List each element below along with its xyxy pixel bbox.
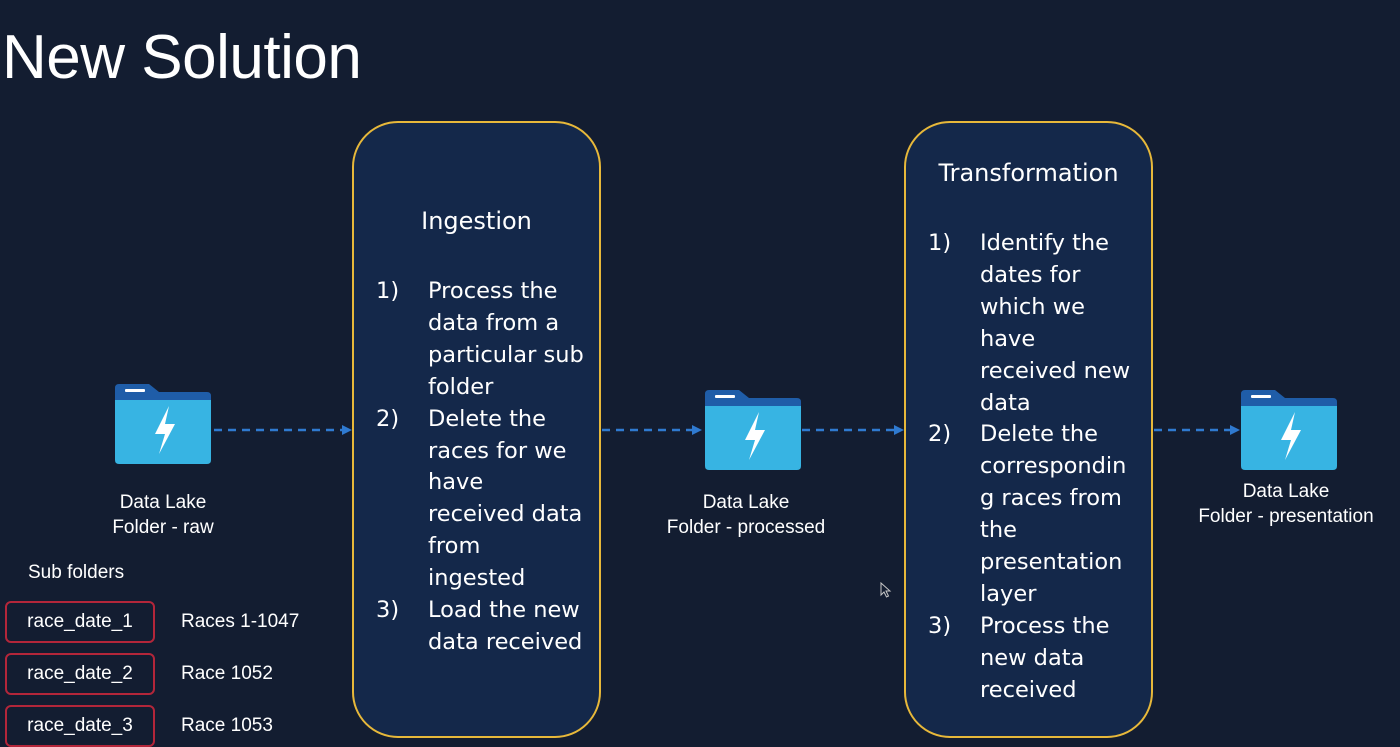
step-line: Process the bbox=[428, 278, 558, 304]
subfolders-heading: Sub folders bbox=[28, 562, 125, 583]
ingestion-step: 2) Delete the races for we have received… bbox=[376, 404, 596, 595]
step-number: 3) bbox=[928, 612, 952, 639]
step-line: received new bbox=[980, 357, 1131, 384]
step-line: Identify the bbox=[980, 230, 1110, 256]
folder-label-line: Data Lake bbox=[1242, 481, 1330, 502]
step-line: folder bbox=[428, 373, 494, 400]
ingestion-box: Ingestion 1) Process the data from a par… bbox=[352, 121, 601, 738]
flow-arrow bbox=[214, 425, 352, 435]
step-line: data received bbox=[428, 628, 583, 655]
transformation-box: Transformation 1) Identify the dates for… bbox=[904, 121, 1153, 738]
subfolder-desc: Race 1052 bbox=[181, 663, 273, 684]
step-line: presentation bbox=[980, 549, 1123, 576]
step-number: 2) bbox=[928, 421, 952, 448]
step-line: g races from bbox=[980, 485, 1122, 512]
subfolder-race-date-2[interactable]: race_date_2 bbox=[5, 653, 155, 695]
ingestion-heading: Ingestion bbox=[421, 207, 532, 235]
subfolder-desc: Race 1053 bbox=[181, 715, 273, 736]
step-line: Load the new bbox=[428, 597, 580, 624]
step-line: from bbox=[428, 533, 481, 560]
subfolder-race-date-1[interactable]: race_date_1 bbox=[5, 601, 155, 643]
step-number: 1) bbox=[928, 230, 952, 256]
step-line: ingested bbox=[428, 565, 526, 592]
step-line: Delete the bbox=[428, 405, 547, 432]
flow-arrow bbox=[802, 425, 904, 435]
subfolder-name: race_date_1 bbox=[27, 611, 133, 632]
folder-label-presentation: Data Lake Folder - presentation bbox=[1181, 479, 1391, 529]
step-line: dates for bbox=[980, 261, 1081, 288]
transformation-steps: 1) Identify the dates for which we have … bbox=[928, 228, 1148, 707]
page-title: New Solution bbox=[2, 23, 362, 92]
folder-lightning-icon bbox=[115, 384, 211, 464]
transformation-heading: Transformation bbox=[938, 159, 1119, 187]
subfolder-race-date-3[interactable]: race_date_3 bbox=[5, 705, 155, 747]
step-line: data from a bbox=[428, 309, 560, 336]
folder-label-line: Folder - presentation bbox=[1198, 506, 1374, 527]
ingestion-steps: 1) Process the data from a particular su… bbox=[376, 276, 596, 659]
folder-lightning-icon bbox=[705, 390, 801, 470]
step-number: 1) bbox=[376, 278, 400, 304]
flow-arrow bbox=[602, 425, 702, 435]
step-line: received bbox=[980, 676, 1077, 703]
transformation-step: 1) Identify the dates for which we have … bbox=[928, 228, 1148, 419]
subfolder-desc: Races 1-1047 bbox=[181, 611, 300, 632]
flow-arrow bbox=[1154, 425, 1240, 435]
step-line: layer bbox=[980, 580, 1037, 607]
step-line: received data bbox=[428, 501, 583, 528]
subfolder-name: race_date_3 bbox=[27, 715, 133, 736]
step-line: races for we bbox=[428, 437, 567, 464]
folder-label-raw: Data Lake Folder - raw bbox=[63, 490, 263, 540]
step-line: correspondin bbox=[980, 453, 1127, 480]
step-line: new data bbox=[980, 644, 1085, 671]
step-line: Process the bbox=[980, 612, 1110, 639]
step-line: have bbox=[428, 469, 484, 496]
folder-label-line: Data Lake bbox=[119, 492, 207, 513]
transformation-step: 2) Delete the correspondin g races from … bbox=[928, 419, 1148, 610]
folder-label-line: Folder - raw bbox=[112, 517, 214, 538]
step-line: have bbox=[980, 325, 1036, 352]
subfolder-name: race_date_2 bbox=[27, 663, 133, 684]
step-line: which we bbox=[980, 293, 1085, 320]
transformation-step: 3) Process the new data received bbox=[928, 611, 1148, 707]
folder-label-line: Data Lake bbox=[702, 492, 790, 513]
folder-lightning-icon bbox=[1241, 390, 1337, 470]
step-number: 3) bbox=[376, 597, 400, 624]
step-line: Delete the bbox=[980, 421, 1099, 448]
folder-label-line: Folder - processed bbox=[666, 517, 826, 538]
ingestion-step: 1) Process the data from a particular su… bbox=[376, 276, 596, 404]
mouse-cursor-icon bbox=[880, 582, 892, 598]
step-line: particular sub bbox=[428, 341, 584, 368]
step-line: data bbox=[980, 389, 1031, 416]
ingestion-step: 3) Load the new data received bbox=[376, 595, 596, 659]
step-line: the bbox=[980, 517, 1017, 544]
step-number: 2) bbox=[376, 405, 400, 432]
folder-label-processed: Data Lake Folder - processed bbox=[646, 490, 846, 540]
